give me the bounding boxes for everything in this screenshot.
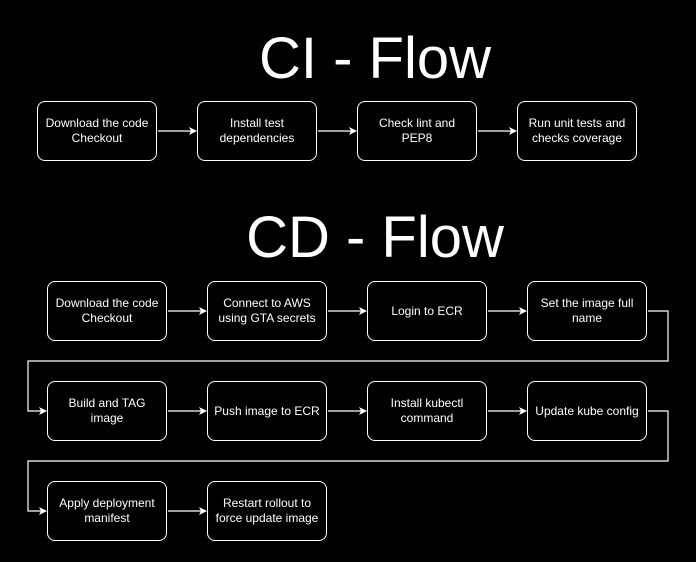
cd-arrow-4-5 xyxy=(27,310,669,415)
cd-step-install-kubectl: Install kubectl command xyxy=(367,381,487,441)
ci-step-install-deps: Install test dependencies xyxy=(197,101,317,161)
cd-step-apply-manifest: Apply deployment manifest xyxy=(47,481,167,541)
cd-flow-title: CD - Flow xyxy=(246,205,504,270)
cd-step-image-name: Set the image full name xyxy=(527,281,647,341)
cd-step-connect-aws: Connect to AWS using GTA secrets xyxy=(207,281,327,341)
ci-step-unit-tests: Run unit tests and checks coverage xyxy=(517,101,637,161)
cd-step-kube-config: Update kube config xyxy=(527,381,647,441)
cd-step-login-ecr: Login to ECR xyxy=(367,281,487,341)
cd-arrow-8-9 xyxy=(27,410,669,515)
cd-step-push-ecr: Push image to ECR xyxy=(207,381,327,441)
cd-step-build-tag: Build and TAG image xyxy=(47,381,167,441)
ci-flow-title: CI - Flow xyxy=(259,26,491,91)
cd-step-checkout: Download the code Checkout xyxy=(47,281,167,341)
ci-step-lint: Check lint and PEP8 xyxy=(357,101,477,161)
ci-step-checkout: Download the code Checkout xyxy=(37,101,157,161)
cd-step-restart-rollout: Restart rollout to force update image xyxy=(207,481,327,541)
